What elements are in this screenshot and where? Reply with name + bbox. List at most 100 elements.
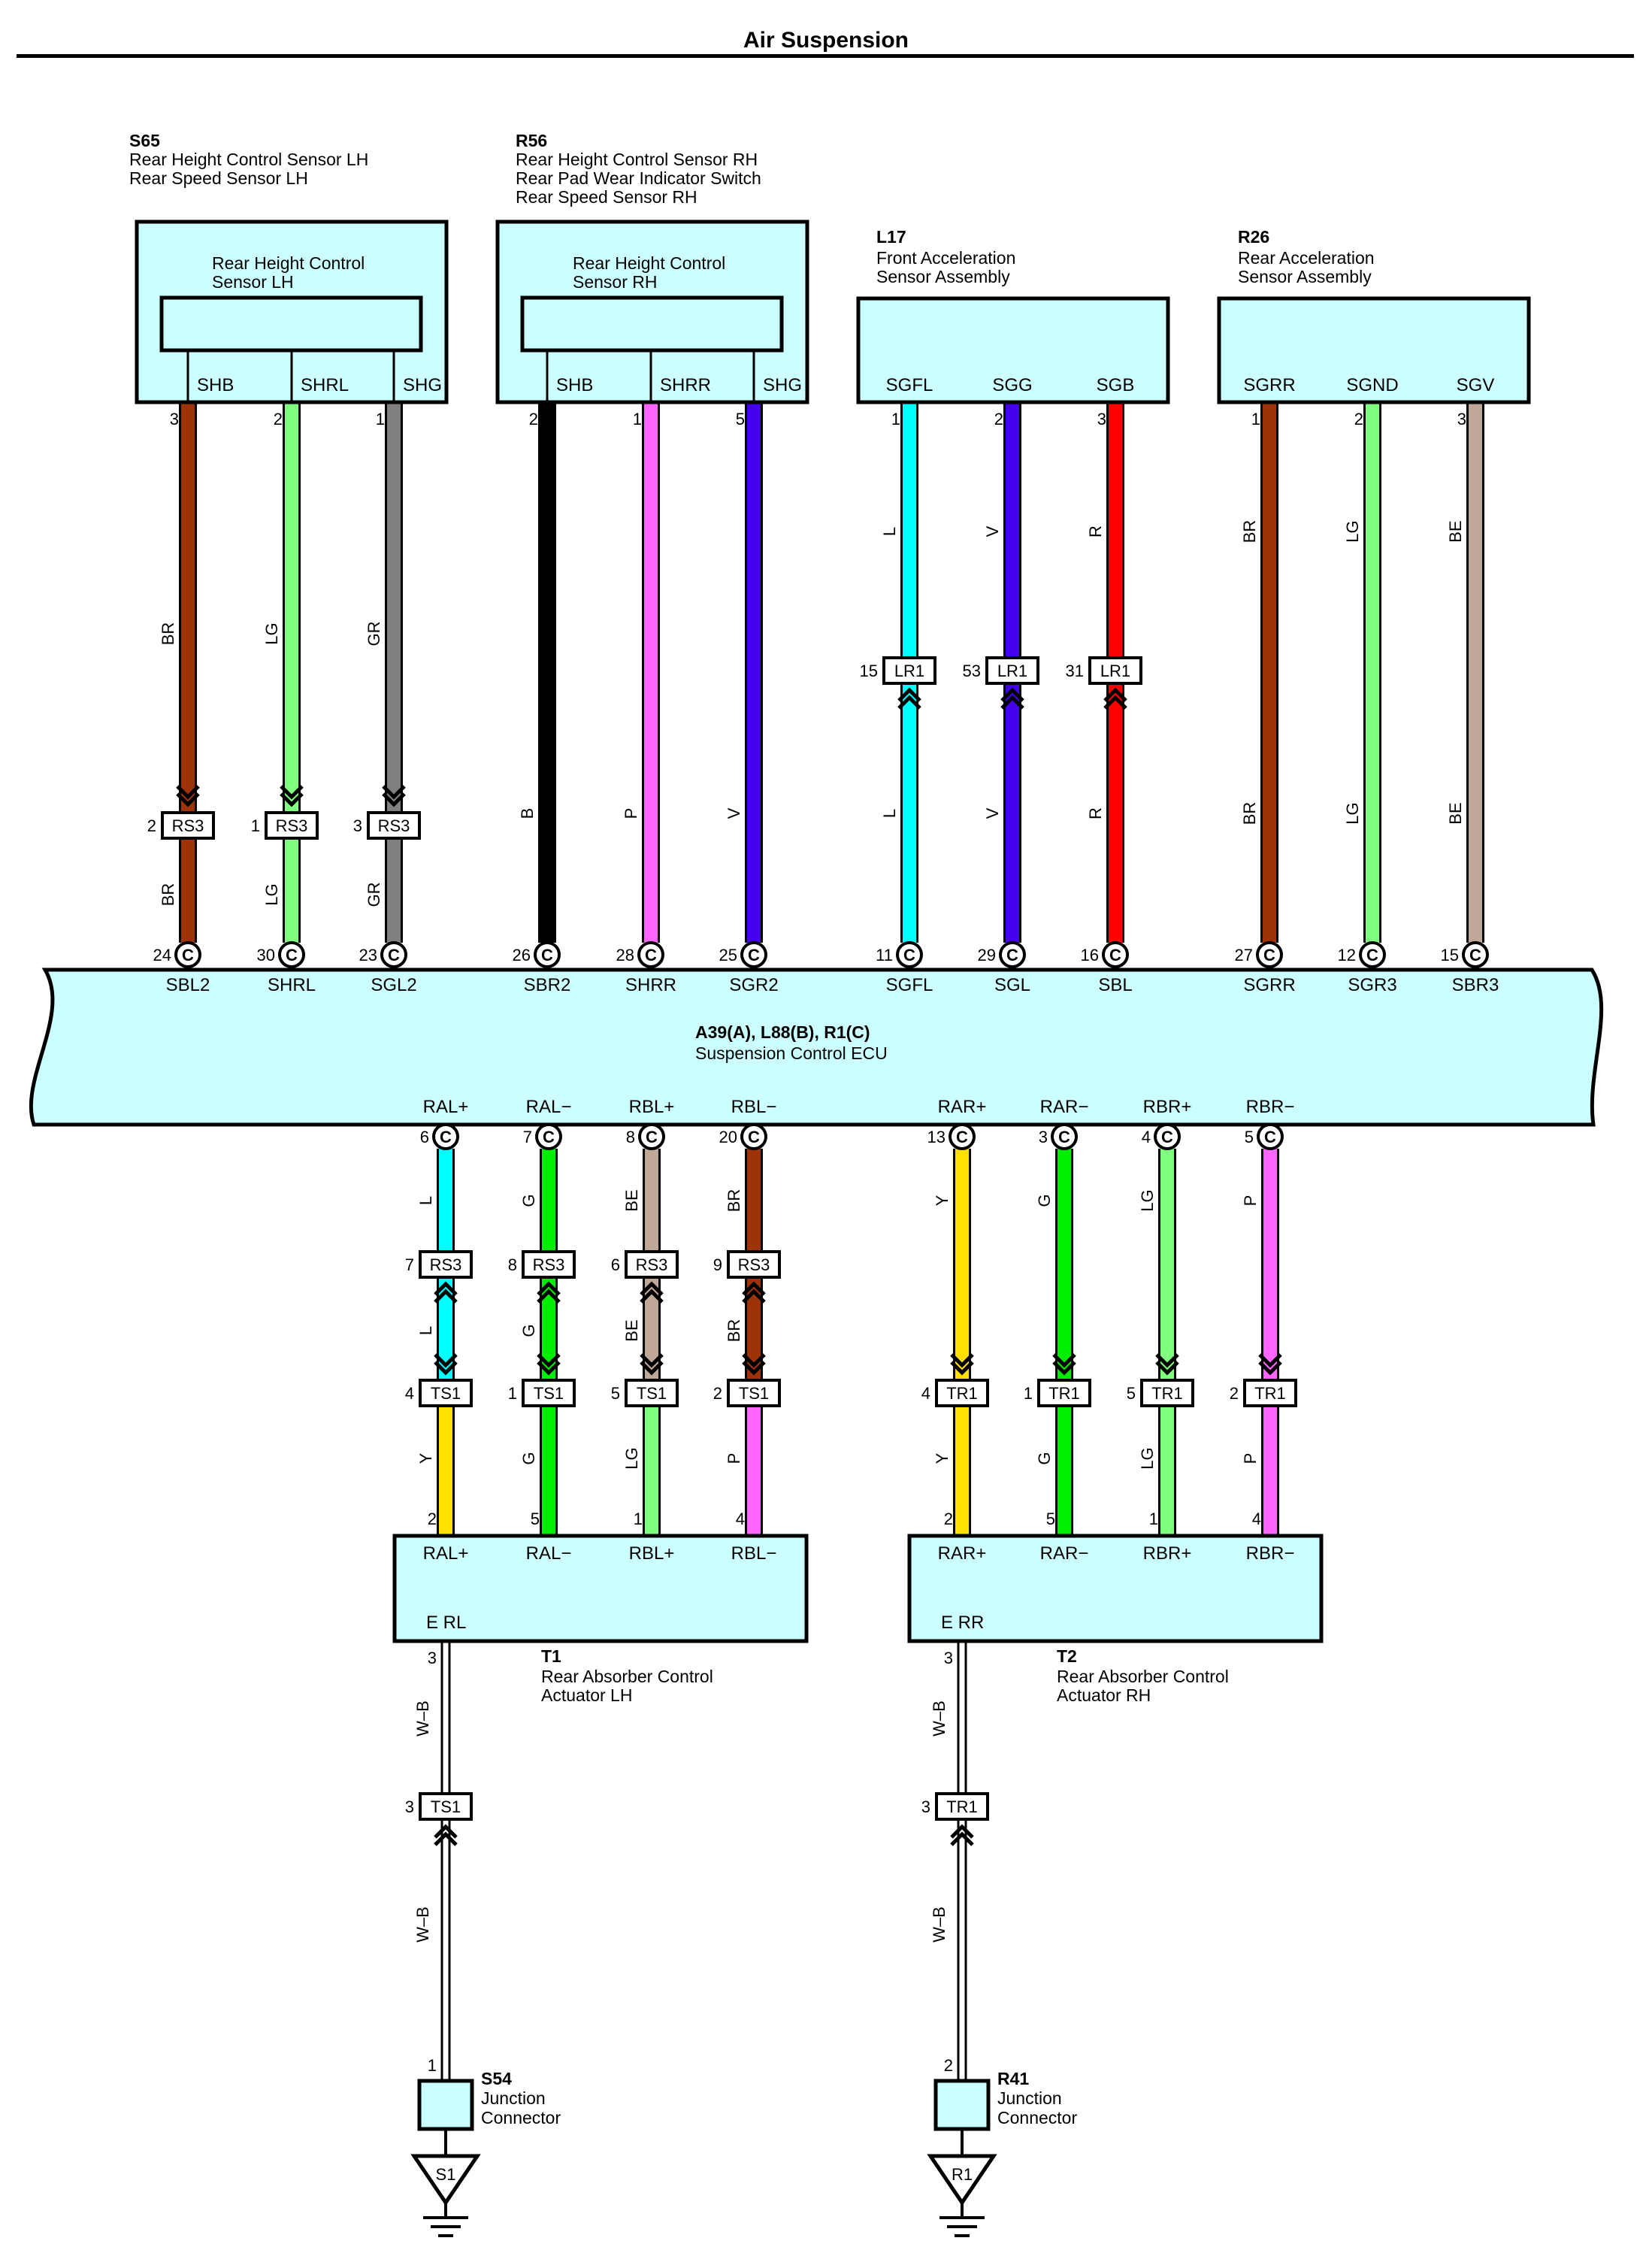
ecu-pin-top-glyph: C (748, 946, 760, 964)
connector-chevron (537, 1281, 561, 1304)
ecu-pin-label: RBL− (731, 1097, 777, 1117)
ecu-pin-label: SBR2 (524, 975, 571, 995)
ecu-pin-top (740, 941, 767, 968)
ecu-pin-top-glyph: C (645, 946, 657, 964)
connector-ts1-pin: 1 (508, 1384, 517, 1403)
connector-tr1 (1140, 1379, 1194, 1407)
connector-rs3-label: RS3 (738, 1255, 770, 1274)
ecu-pin-label: SGR3 (1348, 975, 1396, 995)
ecu-pin-bottom-number: 7 (523, 1128, 532, 1146)
connector-chevron (742, 1353, 766, 1376)
component-l17 (856, 296, 1170, 404)
actuator-pin-label: RAL+ (423, 1543, 469, 1564)
ecu-pin-bottom-number: 5 (1245, 1128, 1254, 1146)
wire-color-label: Y (933, 1195, 952, 1206)
sensor-pin-number: 2 (274, 410, 283, 428)
wire-color-label: BR (725, 1189, 743, 1213)
wire-color-label: G (519, 1194, 538, 1207)
ecu-pin-label: RBR− (1246, 1097, 1295, 1117)
ecu-pin-top (380, 941, 407, 968)
sensor-pin-label: SHRL (301, 375, 349, 395)
wire-color-label: V (983, 807, 1002, 819)
wire-color-label: V (983, 525, 1002, 537)
ecu-pin-bottom-glyph: C (956, 1128, 968, 1146)
sensor-pin-number: 1 (1251, 410, 1260, 428)
ecu-pin-top-glyph: C (903, 946, 915, 964)
sensor-pin-number: 3 (1457, 410, 1466, 428)
wire-color-label: LG (622, 1447, 641, 1469)
component-inner-label: Sensor RH (573, 272, 657, 292)
ecu-pin-bottom-glyph: C (1161, 1128, 1173, 1146)
component-desc: Rear Speed Sensor LH (129, 168, 308, 188)
ecu-pin-top-number: 25 (719, 946, 737, 964)
actuator-ground-pin-label: E RR (941, 1613, 984, 1633)
wire-color-label: L (880, 809, 899, 818)
ecu-pin-bottom (535, 1123, 562, 1150)
wire-color-label: Y (416, 1452, 435, 1464)
ecu-pin-top-number: 15 (1441, 946, 1459, 964)
component-t1 (392, 1534, 809, 1643)
actuator-ground-pin-number: 3 (428, 1649, 437, 1667)
connector-ts1 (419, 1379, 473, 1407)
connector-chevron (1155, 1353, 1179, 1376)
connector-chevron (280, 785, 304, 807)
component-s65-element (159, 295, 423, 353)
connector-rs3-pin: 2 (147, 816, 156, 835)
ecu-pin-label: SGR2 (729, 975, 778, 995)
wire-color-label: V (725, 807, 743, 819)
ecu-pin-bottom-glyph: C (1264, 1128, 1276, 1146)
actuator-pin-number: 5 (1046, 1510, 1055, 1528)
ecu-pin-bottom (1257, 1123, 1284, 1150)
ecu-pin-top (999, 941, 1026, 968)
actuator-pin-label: RBR+ (1143, 1543, 1192, 1564)
connector-chevron (434, 1824, 458, 1846)
ecu-pin-label: RBR+ (1143, 1097, 1192, 1117)
connector-chevron (640, 1281, 664, 1304)
connector-rs3 (522, 1250, 576, 1279)
connector-rs3 (727, 1250, 781, 1279)
ecu-pin-bottom-number: 6 (420, 1128, 429, 1146)
connector-ts1-label: TS1 (739, 1384, 769, 1403)
ecu-pin-label: SBL (1098, 975, 1132, 995)
wire-color-label: BE (1446, 520, 1465, 542)
wire-color-label: BR (159, 883, 177, 907)
connector-ts1-label: TS1 (534, 1384, 564, 1403)
sensor-pin-number: 2 (1354, 410, 1363, 428)
connector-chevron (742, 1281, 766, 1304)
connector-chevron (950, 1353, 974, 1376)
ecu-pin-top-glyph: C (286, 946, 298, 964)
connector-rs3-pin: 9 (713, 1255, 722, 1274)
ecu-pin-top-number: 16 (1081, 946, 1099, 964)
wire-color-label: L (416, 1326, 435, 1335)
connector-lr1-pin: 53 (963, 662, 981, 680)
connector-tr1-label: TR1 (946, 1797, 978, 1816)
connector-tr1 (935, 1379, 989, 1407)
component-desc: Actuator LH (541, 1685, 632, 1705)
junction-pin-number: 2 (944, 2056, 953, 2075)
ground-label: R1 (952, 2165, 973, 2184)
actuator-pin-label: RBR− (1246, 1543, 1295, 1564)
ecu-pin-bottom (949, 1123, 976, 1150)
component-desc: Connector (997, 2108, 1077, 2127)
sensor-pin-label: SGFL (886, 375, 933, 395)
connector-tr1-pin: 1 (1024, 1384, 1033, 1403)
ecu-pin-top-glyph: C (388, 946, 400, 964)
connector-rs3-label: RS3 (172, 816, 204, 835)
component-desc: Rear Height Control Sensor LH (129, 150, 368, 169)
ecu-pin-bottom-number: 8 (626, 1128, 635, 1146)
sensor-pin-number: 5 (736, 410, 745, 428)
ecu-pin-label: SGRR (1243, 975, 1295, 995)
connector-lr1-pin: 31 (1066, 662, 1084, 680)
component-inner-label: Rear Height Control (212, 253, 365, 273)
ecu-pin-top-glyph: C (1469, 946, 1481, 964)
component-ref: T1 (541, 1646, 561, 1666)
connector-chevron (950, 1824, 974, 1846)
component-desc: Rear Absorber Control (1057, 1667, 1229, 1686)
actuator-pin-number: 4 (1252, 1510, 1261, 1528)
connector-tr1 (1037, 1379, 1091, 1407)
sensor-pin-number: 3 (1097, 410, 1106, 428)
connector-ts1 (625, 1379, 679, 1407)
connector-ts1-label: TS1 (637, 1384, 667, 1403)
ecu-pin-top (1462, 941, 1489, 968)
